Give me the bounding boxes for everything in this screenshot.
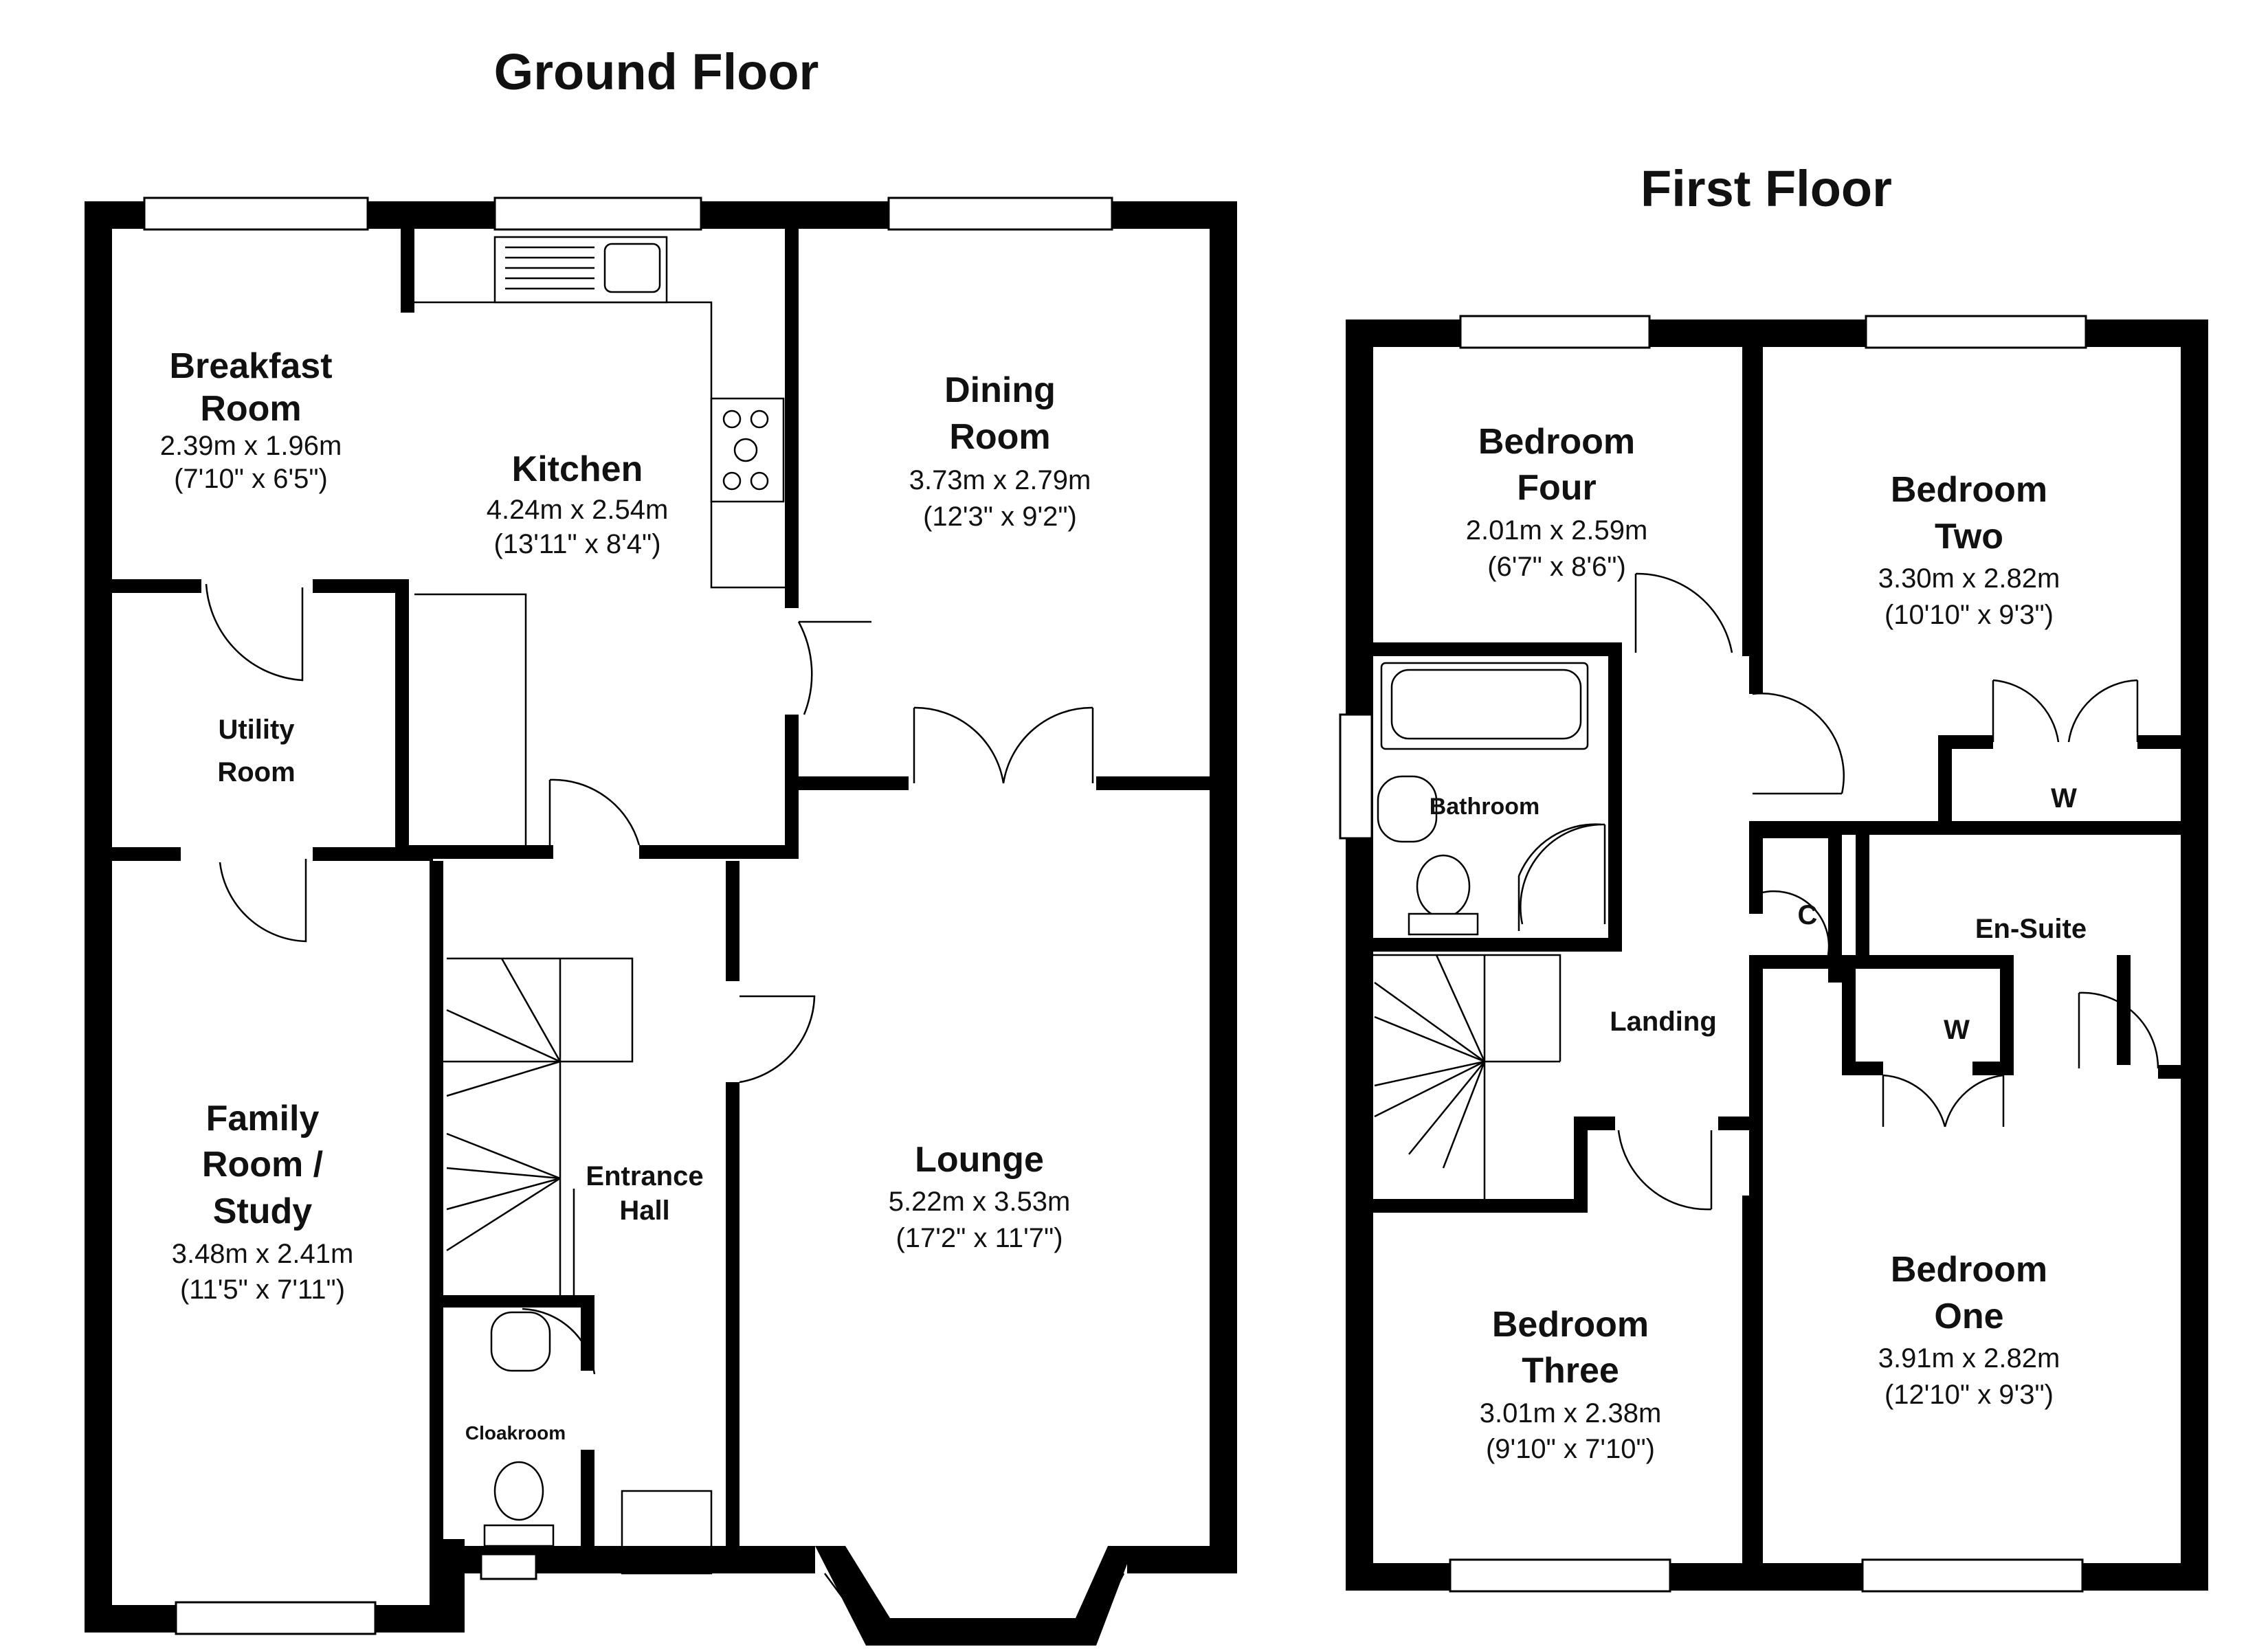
bed3-name2: Three [1522,1351,1619,1391]
bed1-imperial: (12'10" x 9'3") [1885,1380,2054,1410]
bed3-window [1449,1558,1671,1593]
ensuite-label: En-Suite [1975,914,2087,944]
bed2-metric: 3.30m x 2.82m [1878,563,2060,594]
bed2-name2: Two [1935,517,2003,557]
bedroom-one-label: Bedroom One 3.91m x 2.82m (12'10" x 9'3"… [1878,1250,2060,1410]
lounge-name1: Lounge [915,1140,1044,1180]
bedroom-two-label: Bedroom Two 3.30m x 2.82m (10'10" x 9'3"… [1878,470,2060,630]
bed2-window [1865,315,2087,349]
family-window [175,1601,377,1635]
utility-name1: Utility [218,715,295,745]
kitchen-imperial: (13'11" x 8'4") [493,529,660,559]
breakfast-name2: Room [200,389,301,429]
dining-room-label: Dining Room 3.73m x 2.79m (12'3" x 9'2") [909,370,1091,532]
cloakroom-fittings [483,1311,555,1547]
bed4-window [1459,315,1651,349]
first-doors [1520,572,2159,1211]
wardrobe-two-label: W [2051,783,2077,814]
basin-icon [1377,775,1438,843]
hob-icon [710,397,785,503]
family-name2: Room / [202,1145,323,1185]
ground-interior-walls [112,229,1216,1624]
entrance-hall-label: Entrance Hall [586,1161,703,1226]
bed1-metric: 3.91m x 2.82m [1878,1343,2060,1373]
breakfast-window [143,197,369,231]
basin-icon [490,1311,551,1372]
breakfast-room-label: Breakfast Room 2.39m x 1.96m (7'10" x 6'… [160,346,342,494]
lounge-imperial: (17'2" x 11'7") [896,1223,1063,1253]
family-metric: 3.48m x 2.41m [172,1239,354,1269]
dining-metric: 3.73m x 2.79m [909,465,1091,495]
wardrobe-one-label: W [1944,1015,1970,1045]
bed3-metric: 3.01m x 2.38m [1480,1398,1662,1428]
breakfast-metric: 2.39m x 1.96m [160,431,342,461]
lounge-bay-window [815,1546,1134,1646]
ground-floor-title: Ground Floor [494,43,819,100]
bed1-name2: One [1934,1297,2003,1336]
bed4-metric: 2.01m x 2.59m [1466,515,1648,546]
utility-room-label: Utility Room [217,715,295,787]
dining-imperial: (12'3" x 9'2") [923,502,1077,532]
bed4-name1: Bedroom [1478,422,1635,462]
bed1-name1: Bedroom [1891,1250,2047,1290]
first-floor-title: First Floor [1641,160,1892,217]
kitchen-window [493,197,702,231]
lounge-metric: 5.22m x 3.53m [889,1187,1071,1217]
dining-name2: Room [949,417,1050,457]
dining-window [887,197,1113,231]
ground-doors [205,583,1094,1575]
dining-name1: Dining [944,370,1056,410]
toilet-icon [1416,854,1471,919]
bedroom-four-label: Bedroom Four 2.01m x 2.59m (6'7" x 8'6") [1466,422,1648,582]
ground-staircase [443,957,634,1295]
bathroom-fittings [1377,662,1602,936]
bathroom-window [1339,713,1373,840]
utility-name2: Room [217,757,295,787]
bed2-name1: Bedroom [1891,470,2047,510]
landing-label: Landing [1610,1007,1717,1037]
cupboard-label: C [1798,900,1818,930]
kitchen-metric: 4.24m x 2.54m [487,495,669,525]
first-staircase [1373,954,1561,1199]
bed3-imperial: (9'10" x 7'10") [1486,1434,1655,1464]
family-room-label: Family Room / Study 3.48m x 2.41m (11'5"… [172,1099,354,1305]
family-name3: Study [213,1191,313,1231]
entrance-name1: Entrance [586,1161,703,1191]
first-floor: First Floor [1339,160,2208,1593]
family-imperial: (11'5" x 7'11") [180,1275,345,1305]
kitchen-name1: Kitchen [512,449,643,489]
bed2-imperial: (10'10" x 9'3") [1885,600,2054,630]
family-name1: Family [206,1099,320,1138]
bed4-name2: Four [1517,468,1597,508]
bed3-name1: Bedroom [1492,1305,1649,1345]
breakfast-imperial: (7'10" x 6'5") [174,464,328,494]
entrance-name2: Hall [619,1196,669,1226]
bed4-imperial: (6'7" x 8'6") [1487,552,1626,582]
ground-floor: Ground Floor [85,43,1237,1646]
kitchen-fittings [414,236,785,845]
bathroom-label: Bathroom [1430,794,1540,820]
kitchen-label: Kitchen 4.24m x 2.54m (13'11" x 8'4") [487,449,669,559]
lounge-label: Lounge 5.22m x 3.53m (17'2" x 11'7") [889,1140,1071,1253]
toilet-icon [493,1461,544,1521]
bedroom-three-label: Bedroom Three 3.01m x 2.38m (9'10" x 7'1… [1480,1305,1662,1464]
breakfast-name1: Breakfast [169,346,332,386]
first-interior-walls [1373,347,2186,1567]
bed1-window [1861,1558,2084,1593]
cloakroom-window [480,1553,537,1580]
cloakroom-label: Cloakroom [465,1422,566,1444]
